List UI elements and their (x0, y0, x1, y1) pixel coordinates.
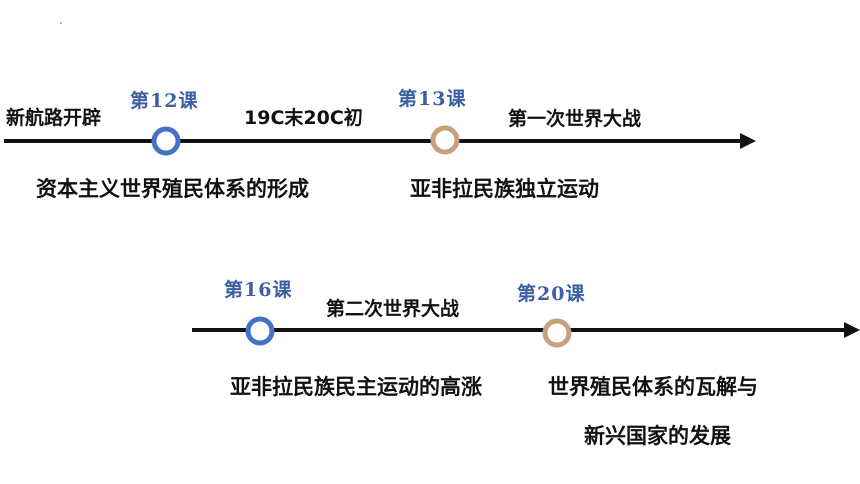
timeline-2-topic-b-line-1: 世界殖民体系的瓦解与 (548, 375, 758, 399)
timeline-2-topic-b-line-2: 新兴国家的发展 (584, 424, 731, 448)
timeline-1-start-label: 新航路开辟 (6, 107, 102, 129)
timeline-1-end-label: 第一次世界大战 (508, 108, 642, 130)
timeline-2-arrowhead (844, 322, 860, 338)
timeline-2-node-lesson-16 (245, 316, 275, 346)
timeline-1-lesson-a: 第12课 (130, 90, 199, 112)
timeline-1-topic-b: 亚非拉民族独立运动 (410, 177, 599, 201)
timeline-2-node-lesson-20 (542, 318, 572, 348)
timeline-1-lesson-b: 第13课 (398, 88, 467, 110)
timeline-2-middle-label: 第二次世界大战 (326, 298, 460, 320)
stray-dot (60, 22, 62, 24)
timeline-1-arrowhead (740, 133, 756, 149)
timeline-2-lesson-b: 第20课 (517, 283, 586, 305)
timeline-2-topic-a: 亚非拉民族民主运动的高涨 (230, 375, 482, 399)
timeline-1-topic-a: 资本主义世界殖民体系的形成 (36, 177, 309, 201)
timeline-2-lesson-a: 第16课 (224, 279, 293, 301)
timeline-1-middle-label: 19C末20C初 (244, 107, 363, 129)
timeline-1-node-lesson-12 (151, 126, 181, 156)
timeline-1-node-lesson-13 (430, 125, 460, 155)
